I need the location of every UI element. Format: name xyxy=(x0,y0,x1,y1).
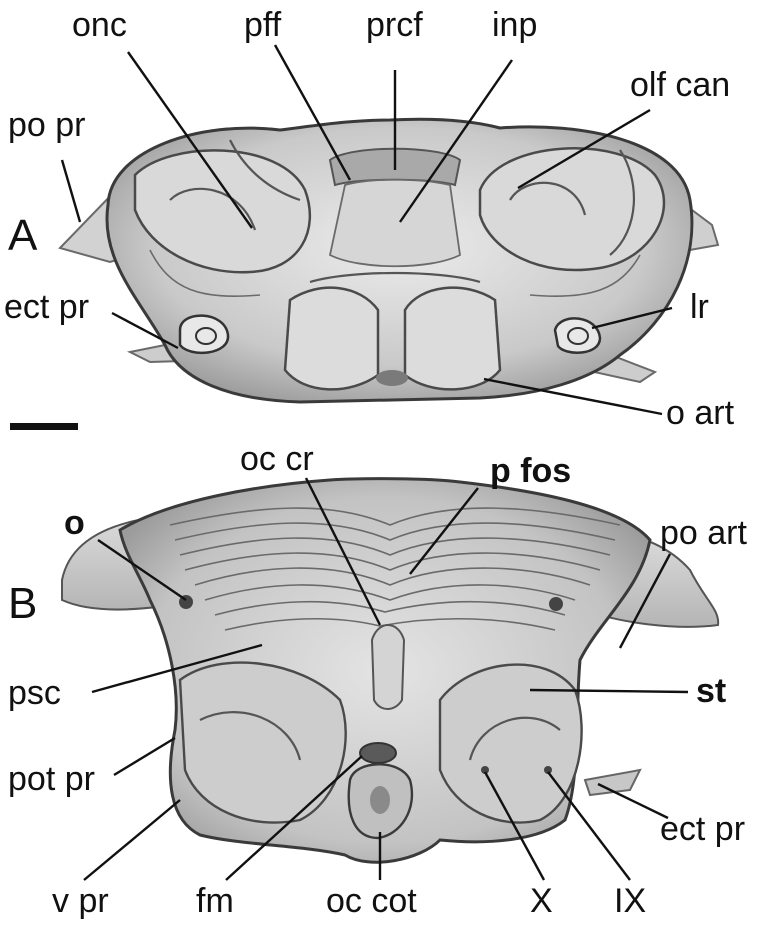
label-oc-cot: oc cot xyxy=(326,882,417,920)
leader-ect-pr-b xyxy=(598,784,668,818)
panel-a-right-lower-lobe xyxy=(405,288,500,390)
label-po-art: po art xyxy=(660,514,747,552)
panel-a-letter: A xyxy=(8,211,38,260)
panel-b-right-foramen xyxy=(549,597,563,611)
label-p-fos: p fos xyxy=(490,452,571,490)
label-lr: lr xyxy=(690,288,709,326)
label-pff: pff xyxy=(244,6,282,44)
panel-b-specimen xyxy=(62,479,718,863)
label-o-art: o art xyxy=(666,394,735,432)
panel-b-letter: B xyxy=(8,579,37,628)
panel-a-left-lateral-ring xyxy=(180,316,228,353)
leader-po-pr xyxy=(62,160,80,222)
label-ect-pr-a: ect pr xyxy=(4,288,89,326)
panel-b-foramen-magnum xyxy=(360,743,396,763)
label-inp: inp xyxy=(492,6,537,44)
leader-pot-pr xyxy=(114,738,175,775)
label-ect-pr-b: ect pr xyxy=(660,810,745,848)
panel-b-right-otic-lobe xyxy=(440,665,582,823)
label-oc-cr: oc cr xyxy=(240,440,314,478)
label-st: st xyxy=(696,672,726,710)
label-psc: psc xyxy=(8,674,61,712)
label-x: X xyxy=(530,882,553,920)
label-v-pr: v pr xyxy=(52,882,109,920)
leader-v-pr xyxy=(84,800,180,880)
label-o: o xyxy=(64,504,85,542)
panel-b-cotylus-pit xyxy=(370,786,390,814)
panel-a-specimen xyxy=(60,119,718,402)
label-prcf: prcf xyxy=(366,6,423,44)
label-olf-can: olf can xyxy=(630,66,730,104)
panel-a-left-lower-lobe xyxy=(285,288,378,390)
label-po-pr: po pr xyxy=(8,106,86,144)
label-fm: fm xyxy=(196,882,234,920)
panel-a-central-notch xyxy=(376,370,408,386)
panel-a-internasal-plate xyxy=(330,180,460,267)
panel-b-left-otic-lobe xyxy=(180,663,346,823)
scale-bar xyxy=(10,423,78,430)
label-pot-pr: pot pr xyxy=(8,760,95,798)
panel-b-occipital-crest xyxy=(372,625,404,709)
panel-a-right-olfactory-capsule xyxy=(480,148,664,270)
panel-a-right-lateral-ring xyxy=(555,318,600,352)
label-onc: onc xyxy=(72,6,127,44)
label-ix: IX xyxy=(614,882,646,920)
